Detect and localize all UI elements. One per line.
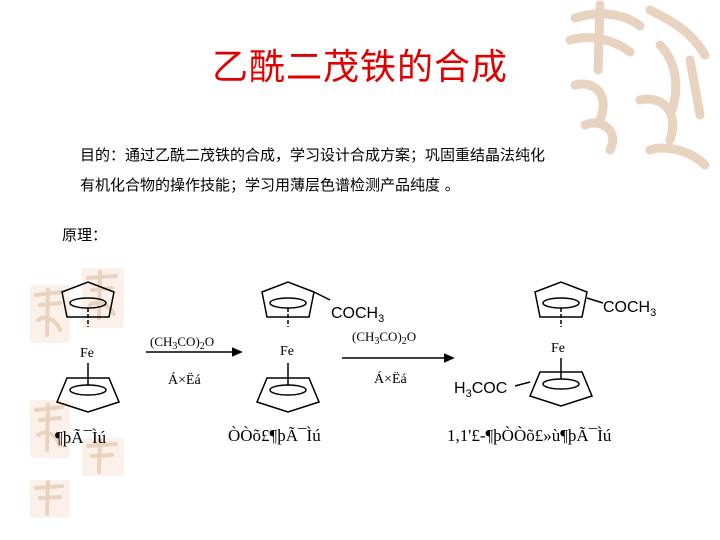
condition-label-2: Á×Ëá	[374, 370, 408, 387]
fe-label: Fe	[551, 341, 565, 356]
purpose-line-2: 有机化合物的操作技能；学习用薄层色谱检测产品纯度 。	[80, 176, 460, 194]
reagent-2-part-a: (CH	[352, 329, 374, 344]
svg-text:H3COC: H3COC	[454, 380, 507, 400]
compound-name-acetylferrocene: ÒÒõ£¶þÃ¯Ìú	[228, 426, 321, 445]
reagent-2-sub-2: 2	[402, 336, 407, 347]
cp-ring-top-orbit	[542, 297, 580, 309]
cp-ring-bottom-orbit	[269, 384, 307, 396]
reagent-2-part-e: O	[407, 329, 416, 344]
fe-label: Fe	[80, 346, 94, 361]
cp-ring-bottom	[255, 377, 321, 413]
acyl-rest-label: COC	[472, 380, 508, 397]
cp-ring-top	[534, 281, 588, 318]
principle-label: 原理：	[62, 226, 108, 244]
acetylferrocene-structure	[255, 281, 331, 413]
reagent-1-sub-3: 3	[172, 341, 177, 352]
cp-ring-top-orbit	[269, 297, 307, 309]
reagent-2-part-c: CO)	[379, 329, 401, 344]
condition-label-1: Á×Ëá	[168, 371, 202, 388]
reagent-1-part-e: O	[205, 334, 214, 349]
cp-ring-top	[61, 281, 115, 318]
reagent-label-1: (CH3CO)2O	[150, 334, 214, 352]
acyl-h-subscript: 3	[466, 388, 472, 400]
ferrocene-structure	[55, 281, 121, 413]
acyl-group-label: COCH	[331, 305, 378, 322]
cp-ring-top-orbit	[69, 297, 107, 309]
purpose-line-1: 目的：通过乙酰二茂铁的合成，学习设计合成方案；巩固重结晶法纯化	[80, 146, 546, 164]
compound-name-ferrocene: ¶þÃ¯Ìú	[55, 428, 107, 447]
purpose-paragraph: 目的：通过乙酰二茂铁的合成，学习设计合成方案；巩固重结晶法纯化 有机化合物的操作…	[80, 140, 660, 200]
reagent-1-sub-2: 2	[200, 341, 205, 352]
reagent-1-part-c: CO)	[177, 334, 199, 349]
svg-text:COCH3: COCH3	[603, 299, 656, 319]
acyl-subscript: 3	[378, 313, 384, 325]
compound-name-diacetylferrocene: 1,1'£-¶þÒÒõ£»ù¶þÃ¯Ìú	[447, 426, 612, 445]
reagent-1-part-a: (CH	[150, 334, 172, 349]
fe-label: Fe	[280, 344, 294, 359]
slide-title: 乙酰二茂铁的合成	[211, 47, 508, 88]
cp-ring-bottom	[55, 377, 121, 413]
acyl-h-label: H	[454, 380, 466, 397]
acyl-group-label: COCH	[603, 299, 650, 316]
calligraphy-decoration-top-right	[565, 0, 710, 170]
acyl-subscript: 3	[650, 307, 656, 319]
cp-ring-bottom	[528, 371, 594, 407]
reagent-2-sub-3: 3	[374, 336, 379, 347]
svg-text:COCH3: COCH3	[331, 305, 384, 325]
cp-ring-bottom-orbit	[542, 378, 580, 390]
cp-ring-bottom-orbit	[69, 384, 107, 396]
reagent-label-2: (CH3CO)2O	[352, 329, 416, 347]
cp-ring-top	[261, 281, 315, 318]
diacetylferrocene-structure	[514, 281, 604, 407]
